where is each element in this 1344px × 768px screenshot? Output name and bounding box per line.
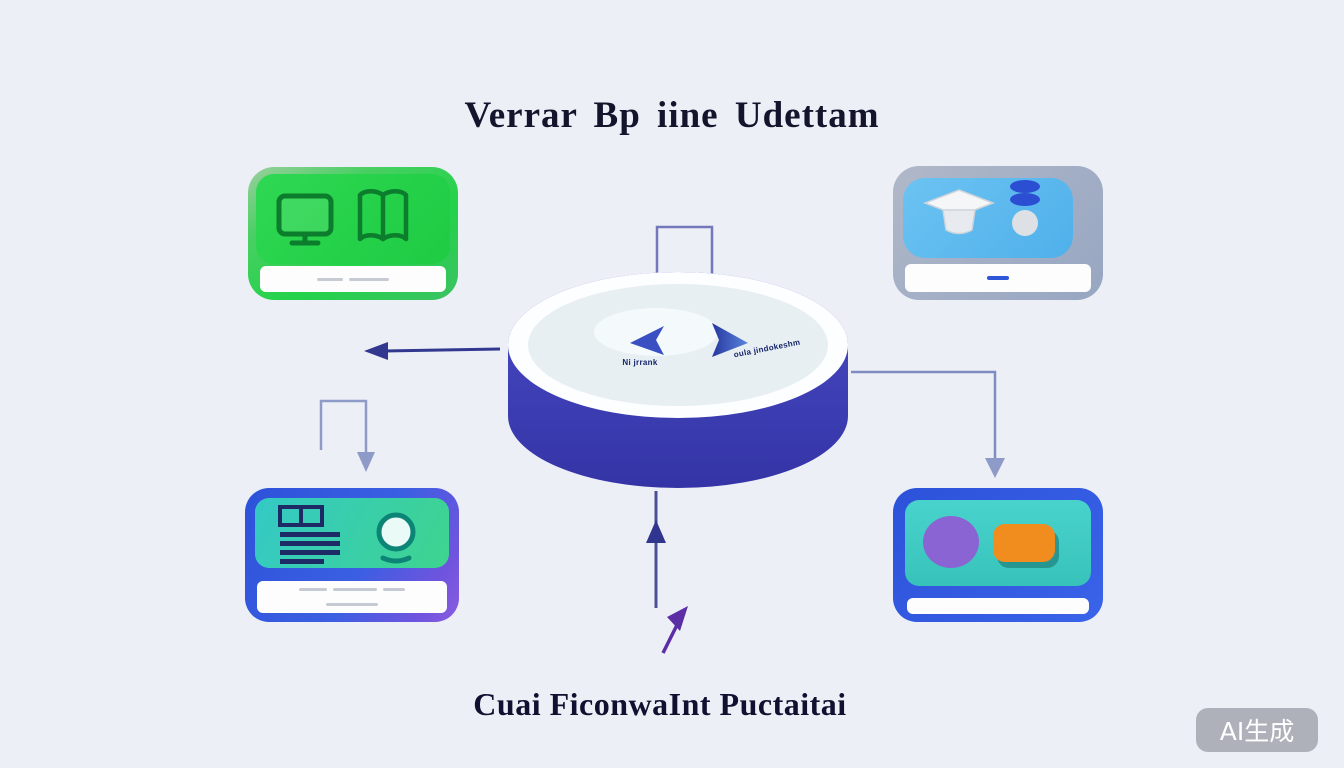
ai-watermark-badge: AI生成 [1196,708,1318,752]
dot-icon [1010,193,1040,206]
left-hook-arrowhead-icon [357,452,375,472]
left-hook-connector [319,399,368,455]
card-chat [893,488,1103,622]
chat-card-footer [907,598,1089,614]
diagram-title: Verrar Bp iine Udettam [464,95,880,136]
document-table-icon [278,505,340,564]
bottom-caption: Cuai FiconwaInt Puctaitai [473,686,847,722]
text-dash [299,588,327,591]
circle-icon [1012,210,1038,236]
lens-icon [376,512,416,564]
text-dash [333,588,377,591]
blue-dash [987,276,1009,280]
right-connector [851,370,997,458]
left-arrowhead-icon [364,342,388,360]
center-hub [508,272,848,488]
chat-bubble-purple-icon [923,516,979,568]
chat-bubble-orange-icon [993,524,1055,562]
text-dash [326,603,378,606]
education-card-footer [905,264,1091,292]
card-devices [248,167,458,300]
text-dash [317,277,343,281]
dot-icon [1010,180,1040,193]
top-bracket-connector [655,225,714,283]
right-arrowhead-icon [985,458,1005,478]
hub-right-arrow-icon [712,323,748,357]
text-dash [349,277,389,281]
hub-left-arrow-icon [630,326,664,355]
graduation-cap-icon [922,189,996,235]
devices-card-footer [260,266,446,292]
devices-card-screen [256,174,450,264]
left-arrow-line [383,347,501,353]
book-icon [357,189,409,242]
card-education [893,166,1103,300]
card-document [245,488,459,622]
hub-left-label: Ni jrrank [622,358,658,367]
document-card-footer [257,581,447,613]
monitor-icon [276,193,334,246]
text-dash [383,588,405,591]
caption-arrowhead-icon [667,606,688,631]
bottom-up-arrowhead-icon [646,520,666,543]
education-card-screen [903,178,1073,258]
